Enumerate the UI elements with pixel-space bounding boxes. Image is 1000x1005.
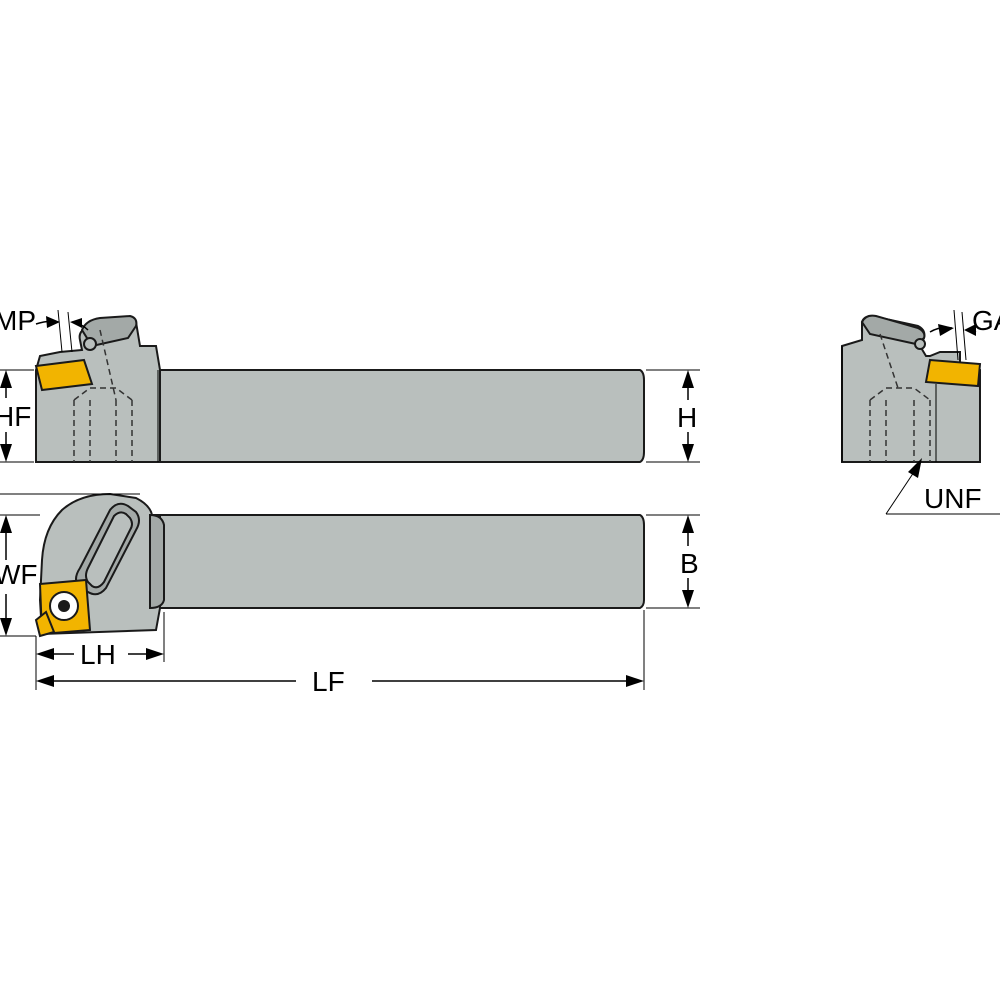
end-view-clamp	[860, 314, 926, 346]
dimension-h-label: H	[677, 402, 697, 433]
dimension-h: H	[646, 369, 700, 463]
side-view-clamp	[80, 314, 138, 348]
dimension-unf: UNF	[885, 458, 1000, 515]
end-view	[841, 314, 982, 463]
side-view-hidden-bore	[73, 329, 133, 462]
end-view-clamp-pin	[914, 338, 926, 350]
side-view-clamp-pin	[83, 337, 97, 351]
dimension-kapr-label: MP	[0, 305, 36, 336]
dimension-wf: WF	[0, 493, 140, 637]
top-view-screw-socket	[58, 600, 70, 612]
dimension-hf: HF	[0, 369, 34, 463]
dimension-lh: LH	[35, 612, 165, 690]
dimension-hf-label: HF	[0, 401, 31, 432]
top-view-insert-tip	[34, 610, 56, 638]
side-view-shank	[157, 369, 645, 463]
top-view-collar	[149, 513, 165, 610]
dimension-unf-label: UNF	[924, 483, 982, 514]
side-view-insert	[34, 358, 94, 392]
dimension-gamf-label: GA	[972, 305, 1000, 336]
dimension-kapr: MP	[0, 305, 89, 353]
dimension-lf: LF	[36, 610, 645, 697]
dimension-gamf: GA	[929, 305, 1000, 361]
dimension-lh-label: LH	[80, 639, 116, 670]
top-view	[34, 492, 645, 638]
side-view	[34, 314, 645, 463]
end-view-insert	[924, 358, 982, 388]
top-view-shank	[159, 514, 645, 609]
dimension-b-label: B	[680, 548, 699, 579]
dimension-wf-label: WF	[0, 559, 38, 590]
dimension-b: B	[646, 514, 700, 609]
end-view-hidden-bore	[869, 333, 931, 462]
dimension-lf-label: LF	[312, 666, 345, 697]
